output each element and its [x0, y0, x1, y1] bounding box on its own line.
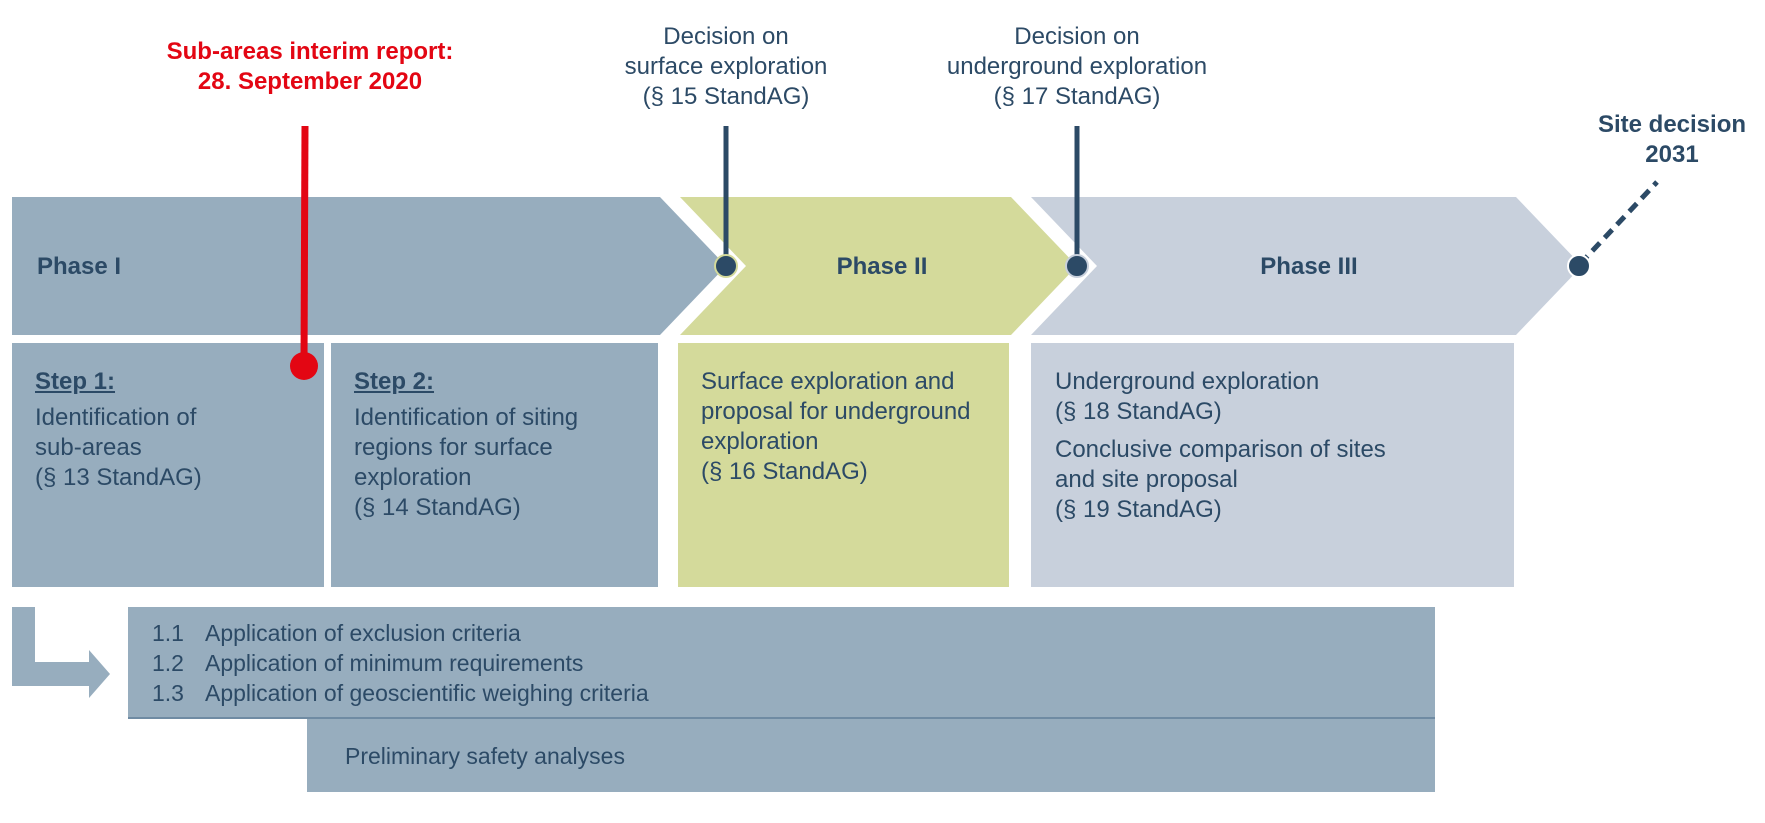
phase-3-box — [1031, 343, 1514, 587]
surface-decision-line1: Decision on — [663, 23, 789, 50]
step-2-line2: regions for surface — [354, 434, 553, 461]
phase-3-line5: (§ 19 StandAG) — [1055, 496, 1222, 523]
step-1-line1: Identification of — [35, 404, 197, 431]
site-decision-line2: 2031 — [1645, 141, 1699, 168]
interim-report-label: Sub-areas interim report: 28. September … — [110, 37, 510, 97]
site-decision-label: Site decision 2031 — [1572, 110, 1765, 170]
phase-3-title: Phase III — [1260, 253, 1358, 280]
phase-3-text: Underground exploration (§ 18 StandAG) C… — [1055, 367, 1510, 525]
elbow-arrow-icon — [12, 607, 110, 698]
criteria-text: Application of exclusion criteria — [205, 620, 521, 646]
underground-decision-line3: (§ 17 StandAG) — [993, 83, 1161, 110]
surface-decision-label: Decision on surface exploration (§ 15 St… — [576, 22, 876, 112]
phase-3-line1: Underground exploration — [1055, 368, 1320, 395]
criteria-item: 1.1 Application of exclusion criteria — [152, 618, 649, 648]
step-2-title: Step 2: — [354, 368, 435, 395]
step-1-box — [12, 343, 324, 587]
phase-3-line4: and site proposal — [1055, 466, 1238, 493]
phase-3-chevron — [1031, 197, 1582, 335]
surface-decision-line3: (§ 15 StandAG) — [642, 83, 810, 110]
criteria-number: 1.1 — [152, 620, 184, 646]
site-decision-line1: Site decision — [1597, 111, 1747, 138]
interim-report-line2: 28. September 2020 — [197, 68, 423, 95]
phase-2-title: Phase II — [836, 253, 928, 280]
phase-2-line4: (§ 16 StandAG) — [701, 458, 868, 485]
step-1-title: Step 1: — [35, 368, 116, 395]
step-2-box — [331, 343, 658, 587]
underground-decision-line1: Decision on — [1014, 23, 1140, 50]
phase-1-title: Phase I — [37, 253, 122, 280]
criteria-item: 1.2 Application of minimum requirements — [152, 648, 649, 678]
phase-2-line1: Surface exploration and — [701, 368, 955, 395]
step-2-line3: exploration — [354, 464, 472, 491]
step-1-text: Step 1: Identification of sub-areas (§ 1… — [35, 367, 320, 493]
safety-analyses-label: Preliminary safety analyses — [345, 743, 625, 769]
interim-report-line1: Sub-areas interim report: — [166, 38, 454, 65]
phase-2-line2: proposal for underground — [701, 398, 971, 425]
interim-report-marker-icon — [290, 352, 318, 380]
step-1-line3: (§ 13 StandAG) — [35, 464, 202, 491]
phase-2-chevron — [680, 197, 1077, 335]
step-2-line4: (§ 14 StandAG) — [354, 494, 521, 521]
phase-2-text: Surface exploration and proposal for und… — [701, 367, 1006, 487]
criteria-list: 1.1 Application of exclusion criteria 1.2… — [152, 618, 649, 708]
criteria-item: 1.3 Application of geoscientific weighing… — [152, 678, 649, 708]
criteria-number: 1.2 — [152, 650, 184, 676]
safety-bar — [307, 719, 1435, 792]
phase-3-line3: Conclusive comparison of sites — [1055, 436, 1386, 463]
criteria-bar — [128, 607, 1435, 718]
underground-decision-label: Decision on underground exploration (§ 1… — [912, 22, 1242, 112]
phase-2-line3: exploration — [701, 428, 819, 455]
criteria-number: 1.3 — [152, 680, 184, 706]
criteria-text: Application of minimum requirements — [205, 650, 584, 676]
site-decision-marker-icon — [1567, 254, 1591, 278]
step-2-line1: Identification of siting — [354, 404, 579, 431]
underground-decision-line2: underground exploration — [946, 53, 1208, 80]
step-1-line2: sub-areas — [35, 434, 142, 461]
criteria-text: Application of geoscientific weighing cr… — [205, 680, 649, 706]
step-2-text: Step 2: Identification of siting regions… — [354, 367, 654, 523]
site-decision-line — [1578, 180, 1659, 266]
surface-decision-line2: surface exploration — [624, 53, 828, 80]
phase-3-line2: (§ 18 StandAG) — [1055, 398, 1222, 425]
underground-decision-marker-icon — [1065, 254, 1089, 278]
surface-decision-marker-icon — [714, 254, 738, 278]
phase-1-chevron — [12, 197, 726, 335]
interim-report-line — [300, 125, 309, 367]
phase-2-box — [678, 343, 1009, 587]
